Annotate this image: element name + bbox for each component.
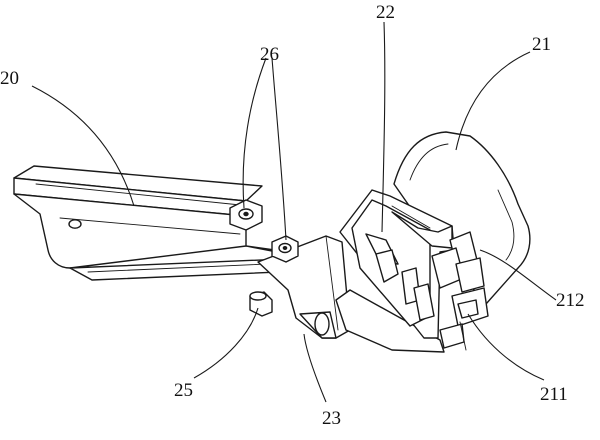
label-211: 211 bbox=[540, 384, 568, 405]
hinge-bracket-part-23 bbox=[257, 235, 445, 353]
mounting-hole bbox=[68, 219, 82, 229]
reference-numerals: 20 21 22 26 25 23 211 212 bbox=[0, 2, 585, 429]
clip-part-211 bbox=[439, 287, 489, 351]
label-25: 25 bbox=[174, 380, 193, 401]
label-212: 212 bbox=[556, 290, 585, 311]
label-23: 23 bbox=[322, 408, 341, 429]
label-21: 21 bbox=[532, 34, 551, 55]
bolt-part-25 bbox=[249, 291, 273, 317]
tab-part-212 bbox=[431, 231, 485, 293]
plate-part-21 bbox=[393, 131, 531, 305]
nut-lower-part-26 bbox=[271, 235, 299, 263]
label-20: 20 bbox=[0, 68, 19, 89]
nut-upper-part-26 bbox=[229, 199, 263, 231]
label-22: 22 bbox=[376, 2, 395, 23]
leader-lines bbox=[31, 21, 557, 403]
label-26: 26 bbox=[260, 44, 279, 65]
